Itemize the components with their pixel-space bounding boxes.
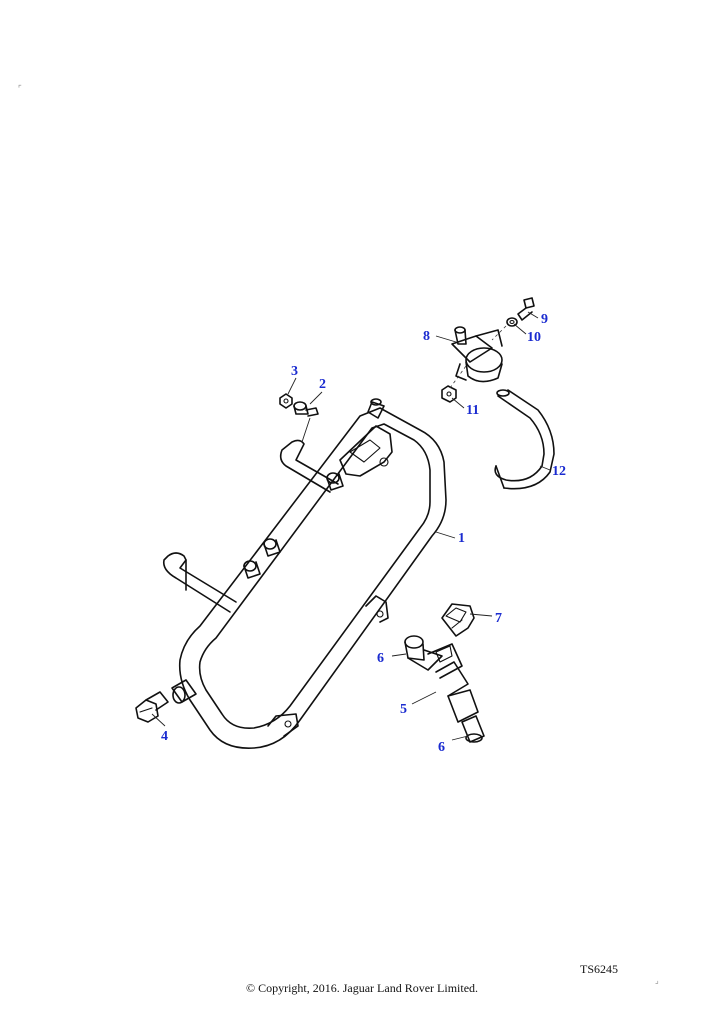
fuel-rail [162, 398, 447, 749]
callout-9: 9 [541, 312, 548, 327]
callout-2: 2 [319, 377, 326, 392]
assembly-line-regulator [449, 365, 467, 389]
callout-8: 8 [423, 329, 430, 344]
copyright-notice: © Copyright, 2016. Jaguar Land Rover Lim… [245, 981, 479, 995]
reference-code: TS6245 [580, 962, 619, 976]
callout-6-upper: 6 [377, 651, 384, 666]
callout-5: 5 [400, 702, 407, 717]
corner-mark-bottom-right: ⌟ [655, 976, 659, 985]
callout-12: 12 [552, 464, 566, 479]
callout-3: 3 [291, 364, 298, 379]
screw [517, 297, 535, 321]
callout-10: 10 [527, 330, 541, 345]
vacuum-hose [494, 389, 555, 490]
callout-7: 7 [495, 611, 502, 626]
o-ring-lower [461, 715, 485, 743]
injector [404, 635, 479, 723]
callout-4: 4 [161, 729, 168, 744]
corner-mark-top-left: ⌜ [18, 84, 22, 93]
clip [441, 603, 475, 637]
callout-6-lower: 6 [438, 740, 445, 755]
bolt [293, 401, 319, 417]
pressure-regulator [451, 326, 503, 383]
callout-11: 11 [466, 403, 479, 418]
callout-1: 1 [458, 531, 465, 546]
nut-regulator [441, 385, 457, 403]
leader-lines [151, 311, 551, 741]
sensor [135, 691, 169, 723]
washer [506, 317, 518, 327]
nut [279, 393, 293, 409]
